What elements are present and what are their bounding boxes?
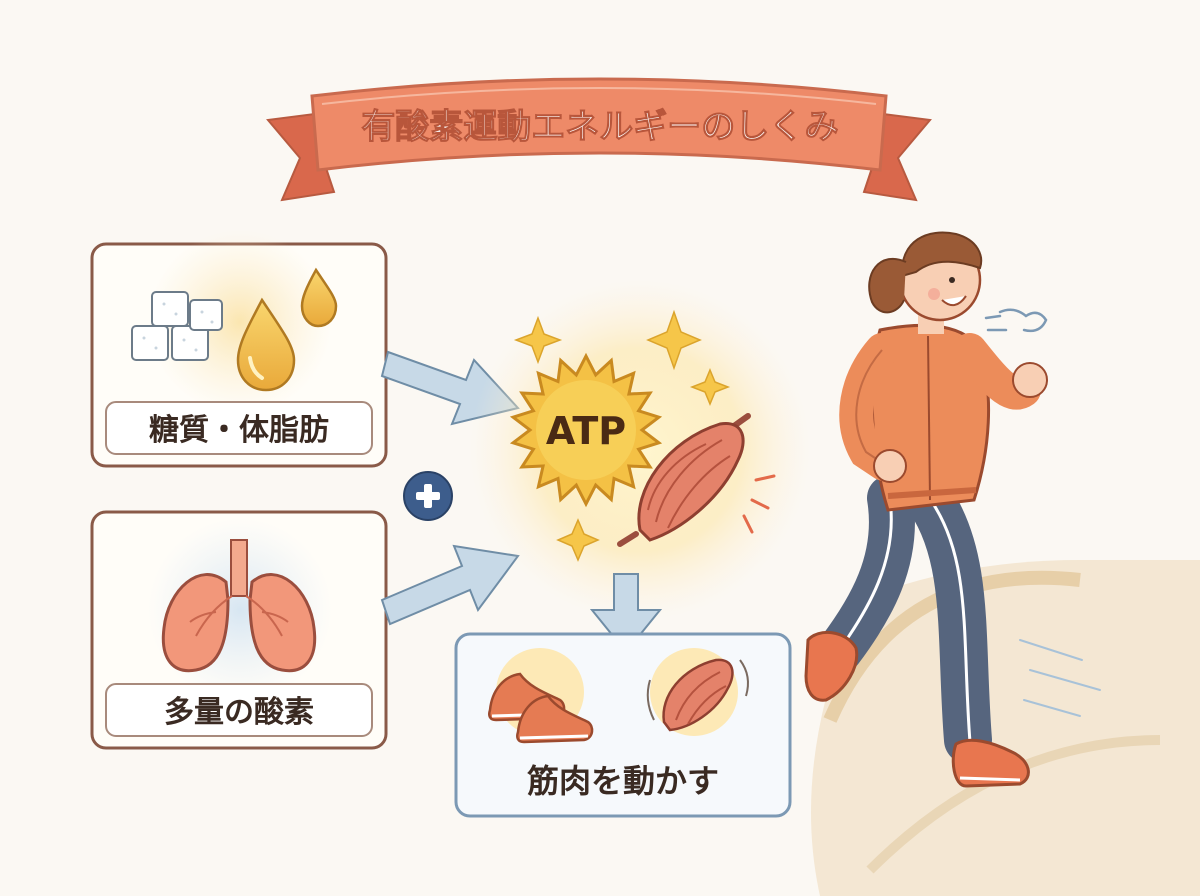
input-label-oxygen: 多量の酸素 — [164, 695, 314, 730]
input-box-carbs-fat: 糖質・体脂肪 — [90, 230, 388, 468]
sparkle-icon — [513, 309, 731, 562]
plus-icon — [403, 471, 453, 521]
arrow-atp-to-output — [589, 573, 663, 654]
output-box-move-muscle: 筋肉を動かす — [454, 632, 792, 818]
muscle-flex-icon — [646, 658, 749, 732]
atp-burst: ATP — [509, 352, 663, 508]
atp-center: ATP — [470, 280, 810, 620]
page-title: 有酸素運動エネルギーのしくみ — [361, 107, 838, 147]
breath-puff-icon — [984, 308, 1048, 333]
output-label: 筋肉を動かす — [527, 762, 719, 800]
input-label-carbs-fat: 糖質・体脂肪 — [149, 413, 329, 448]
running-shoes-icon — [488, 672, 594, 744]
runner-illustration — [804, 231, 1200, 896]
arrow-oxygen-to-atp — [380, 544, 520, 626]
title-ribbon: 有酸素運動エネルギーのしくみ — [266, 77, 932, 202]
input-box-oxygen: 多量の酸素 — [90, 510, 388, 750]
sugar-cubes-and-oil-drops-icon — [131, 267, 338, 392]
atp-label: ATP — [546, 409, 626, 453]
muscle-icon — [617, 413, 776, 547]
lungs-icon — [161, 539, 317, 673]
